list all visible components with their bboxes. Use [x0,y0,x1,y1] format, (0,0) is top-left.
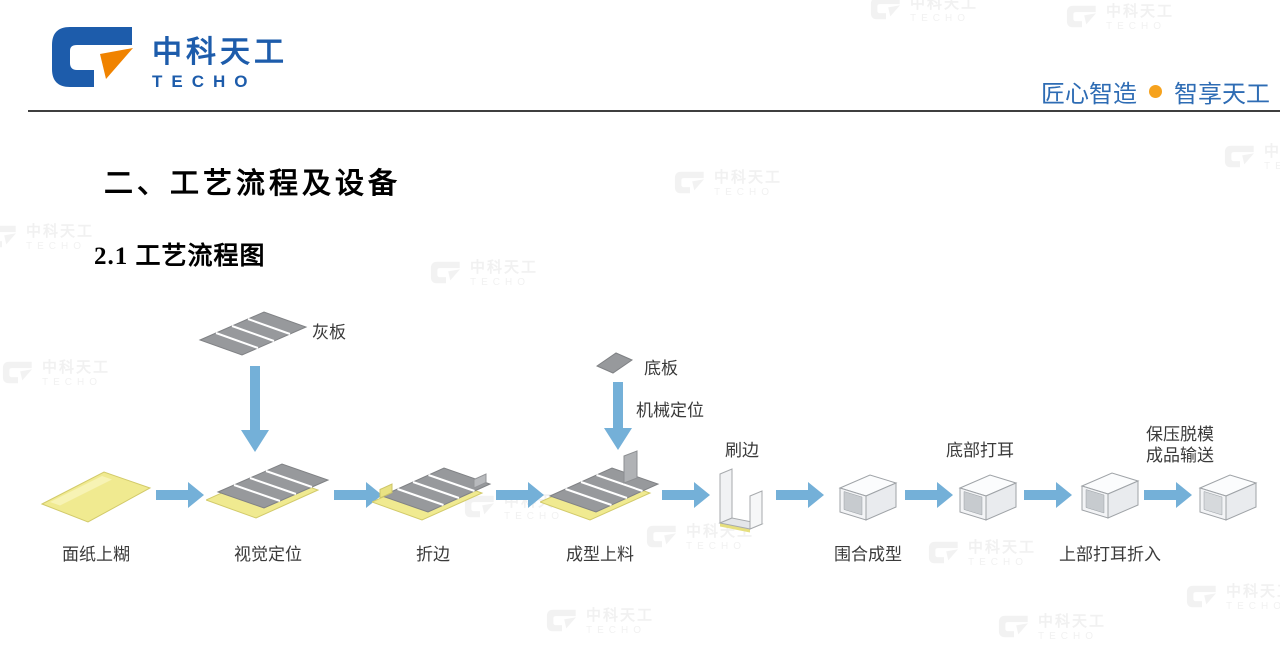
brand-name-cn: 中科天工 [152,36,288,69]
watermark-text: TECHO [1264,161,1280,172]
arrow-down-icon [241,366,269,452]
step-label: 围合成型 [834,545,902,564]
watermark-text: 中科天工 [586,607,655,624]
watermark-logo-icon [996,612,1032,641]
watermark-text: 中科天工 [1264,143,1280,160]
watermark-logo-icon [1222,142,1258,171]
step-shape-bottom-ear [958,474,1018,521]
step-label: 视觉定位 [234,545,302,564]
step-shape-edge-brushing [718,468,764,533]
arrow-right-icon [1024,482,1072,508]
step-shape-upper-ear [1080,472,1140,519]
watermark-logo-icon [428,258,464,287]
arrow-right-icon [905,482,953,508]
step-label: 面纸上糊 [62,545,130,564]
section-title: 二、工艺流程及设备 [104,168,402,200]
bottomboard-shape [596,352,634,374]
step-label-line2: 成品输送 [1146,446,1214,465]
step-label: 上部打耳折入 [1059,545,1161,564]
watermark-text: 中科天工 [1226,583,1280,600]
watermark-text: TECHO [686,541,746,552]
watermark-logo-icon [1184,582,1220,611]
step-label: 刷边 [725,441,759,460]
arrow-down-icon [604,382,632,450]
company-logo-icon [44,16,144,98]
step-shape-forming-loading [540,450,660,521]
arrow-right-icon [334,482,382,508]
step-shape-edge-folding [372,467,492,521]
step-shape-vision-positioning [206,463,330,519]
step-shape-enclosing-forming [838,474,898,521]
watermark-text: 中科天工 [1038,613,1107,630]
watermark-text: TECHO [968,557,1028,568]
material-label-bottomboard: 底板 [644,359,678,378]
brand-block: 中科天工 TECHO [152,36,288,92]
watermark-logo-icon [1064,2,1100,31]
arrow-right-icon [776,482,824,508]
arrow-right-icon [496,482,544,508]
watermark-text: 中科天工 [714,169,783,186]
watermark-logo-icon [868,0,904,23]
subsection-title: 2.1 工艺流程图 [94,243,266,270]
watermark-text: TECHO [1226,601,1280,612]
watermark-text: 中科天工 [1106,3,1175,20]
watermark-text: TECHO [910,13,970,24]
material-label-grayboard: 灰板 [312,323,346,342]
watermark-logo-icon [0,358,36,387]
watermark-text: TECHO [504,511,564,522]
watermark-logo-icon [544,606,580,635]
watermark-text: TECHO [1038,631,1098,642]
brand-name-en: TECHO [152,72,257,91]
watermark-text: 中科天工 [470,259,539,276]
slogan-right-text: 智享天工 [1174,81,1270,108]
watermark-text: TECHO [26,241,86,252]
step-label: 折边 [416,545,450,564]
watermark-logo-icon [0,222,20,251]
arrow-right-icon [662,482,710,508]
step-shape-paper-gluing [40,471,152,523]
grayboard-shape [198,311,308,356]
arrow-right-icon [1144,482,1192,508]
slogan-left-text: 匠心智造 [1041,81,1137,108]
header-divider [28,110,1280,112]
watermark-logo-icon [672,168,708,197]
watermark-text: TECHO [586,625,646,636]
arrow-right-icon [156,482,204,508]
watermark-text: 中科天工 [42,359,111,376]
watermark-text: 中科天工 [968,539,1037,556]
watermark-text: TECHO [470,277,530,288]
step-label-line1: 保压脱模 [1146,425,1214,444]
watermark-text: TECHO [714,187,774,198]
watermark-text: 中科天工 [26,223,95,240]
watermark-text: 中科天工 [910,0,979,12]
step-label: 成型上料 [566,545,634,564]
watermark-text: TECHO [42,377,102,388]
slogan: 匠心智造 智享天工 [1041,74,1270,109]
watermark-text: TECHO [1106,21,1166,32]
step-shape-finished-box [1198,474,1258,521]
note-mechanical-positioning: 机械定位 [636,401,704,420]
step-label: 底部打耳 [946,441,1014,460]
slogan-dot-icon [1149,85,1162,98]
step-label: 保压脱模 成品输送 [1115,424,1245,466]
